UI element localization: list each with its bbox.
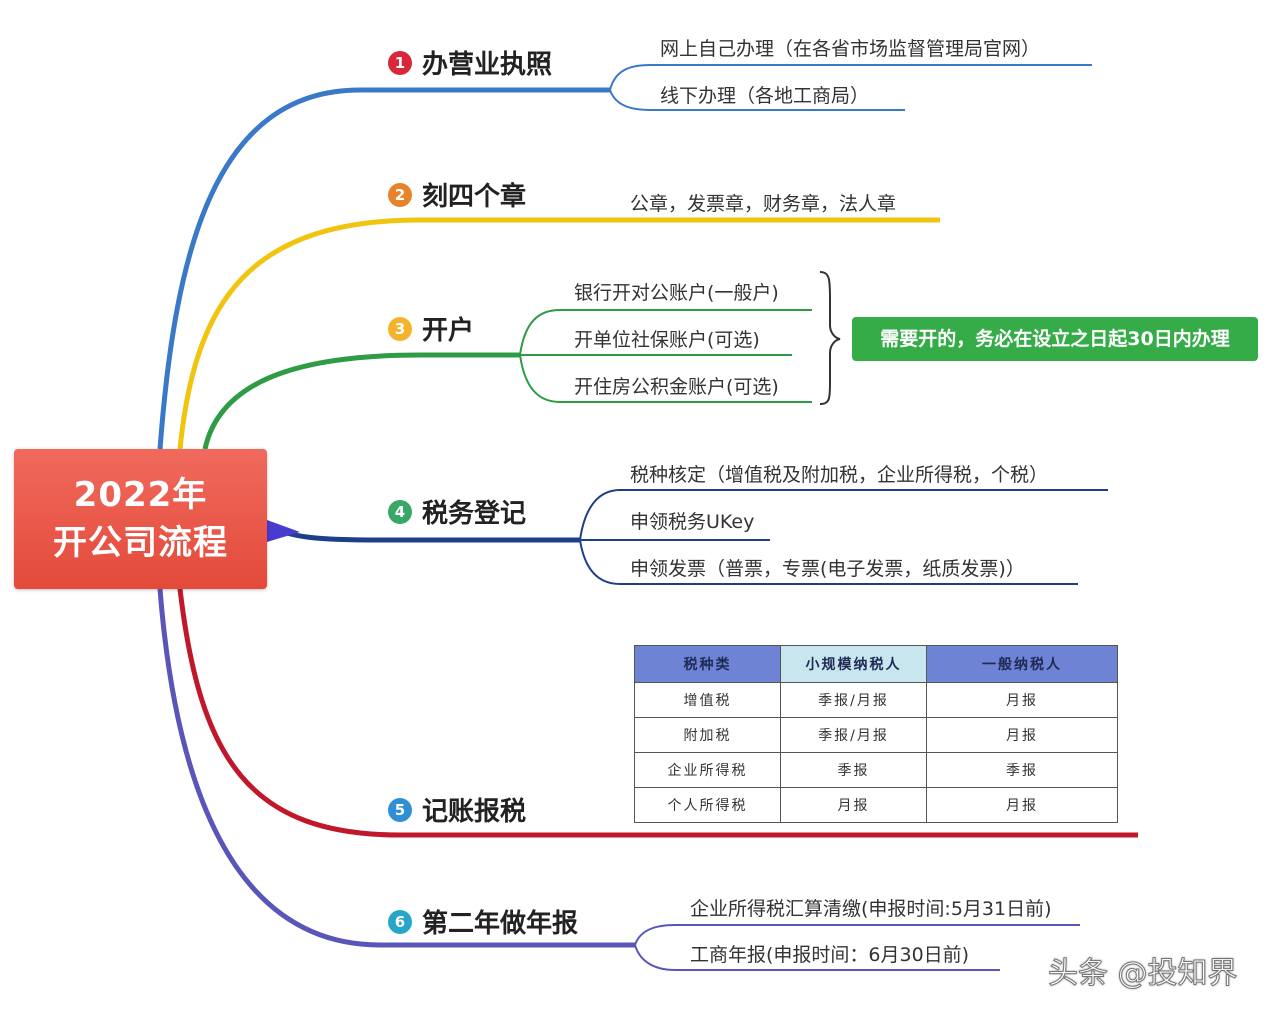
table-cell: 月报 bbox=[926, 682, 1118, 718]
branch-2-leaf-1: 公章，发票章，财务章，法人章 bbox=[630, 193, 897, 215]
branch-6-leaf-1: 企业所得税汇算清缴(申报时间:5月31日前) bbox=[690, 898, 1052, 920]
branch-5-label: 记账报税 bbox=[422, 797, 527, 827]
number-badge-5: 5 bbox=[388, 797, 412, 822]
root-title-line2: 开公司流程 bbox=[53, 523, 228, 563]
branch-4-sub-3 bbox=[579, 539, 1078, 585]
table-cell: 月报 bbox=[780, 787, 927, 823]
number-badge-1: 1 bbox=[388, 50, 412, 75]
branch-1-leaf-2: 线下办理（各地工商局） bbox=[660, 85, 870, 107]
tax-table-header-2: 小规模纳税人 bbox=[780, 645, 927, 683]
number-badge-3: 3 bbox=[388, 316, 412, 341]
table-row: 增值税 季报/月报 月报 bbox=[634, 682, 1118, 718]
branch-6: 6 第二年做年报 bbox=[388, 903, 578, 940]
branch-1-sub-top bbox=[609, 64, 1092, 91]
branch-3-label: 开户 bbox=[422, 316, 475, 346]
table-cell: 增值税 bbox=[634, 682, 781, 718]
branch-6-sub-1 bbox=[634, 924, 1080, 946]
branch-3-leaf-2: 开单位社保账户(可选) bbox=[574, 329, 760, 351]
branch-4: 4 税务登记 bbox=[388, 493, 526, 530]
watermark: 头条 @投知界 bbox=[1048, 956, 1239, 992]
table-cell: 季报/月报 bbox=[780, 682, 927, 718]
root-title-line1: 2022年 bbox=[73, 475, 208, 515]
table-cell: 附加税 bbox=[634, 717, 781, 753]
tax-table-header-row: 税种类 小规模纳税人 一般纳税人 bbox=[634, 645, 1118, 683]
tax-table-header-1: 税种类 bbox=[634, 645, 781, 683]
branch-4-leaf-2: 申领税务UKey bbox=[630, 511, 755, 533]
branch-3-note: 需要开的，务必在设立之日起30日内办理 bbox=[852, 317, 1258, 361]
number-badge-6: 6 bbox=[388, 909, 412, 934]
table-cell: 季报 bbox=[780, 752, 927, 788]
table-cell: 月报 bbox=[926, 787, 1118, 823]
branch-1-curve bbox=[157, 87, 610, 450]
branch-4-leaf-3: 申领发票（普票，专票(电子发票，纸质发票)） bbox=[630, 558, 1025, 580]
table-cell: 个人所得税 bbox=[634, 787, 781, 823]
branch-3-leaf-3: 开住房公积金账户(可选) bbox=[574, 376, 779, 398]
branch-4-wedge bbox=[267, 520, 300, 542]
tax-table: 税种类 小规模纳税人 一般纳税人 增值税 季报/月报 月报 附加税 季报/月报 … bbox=[634, 645, 1118, 823]
tax-table-header-3: 一般纳税人 bbox=[926, 645, 1118, 683]
branch-2-curve bbox=[177, 217, 940, 450]
branch-3-brace bbox=[819, 271, 841, 405]
branch-6-sub-2 bbox=[634, 944, 1000, 971]
branch-6-leaf-2: 工商年报(申报时间：6月30日前) bbox=[690, 944, 970, 966]
branch-4-sub-1 bbox=[579, 489, 1108, 541]
table-row: 个人所得税 月报 月报 bbox=[634, 787, 1118, 823]
number-badge-4: 4 bbox=[388, 499, 412, 524]
branch-6-label: 第二年做年报 bbox=[422, 909, 579, 939]
table-cell: 月报 bbox=[926, 717, 1118, 753]
table-cell: 季报/月报 bbox=[780, 717, 927, 753]
branch-3: 3 开户 bbox=[388, 310, 474, 347]
branch-2: 2 刻四个章 bbox=[388, 176, 526, 213]
branch-6-curve bbox=[157, 588, 635, 948]
table-cell: 企业所得税 bbox=[634, 752, 781, 788]
branch-3-sub-3 bbox=[519, 354, 812, 403]
branch-1-label: 办营业执照 bbox=[422, 50, 553, 80]
branch-2-label: 刻四个章 bbox=[422, 182, 527, 212]
table-row: 企业所得税 季报 季报 bbox=[634, 752, 1118, 788]
table-row: 附加税 季报/月报 月报 bbox=[634, 717, 1118, 753]
branch-3-sub-1 bbox=[519, 309, 812, 356]
branch-1: 1 办营业执照 bbox=[388, 44, 552, 81]
branch-5-curve bbox=[177, 588, 1138, 838]
number-badge-2: 2 bbox=[388, 182, 412, 207]
branch-1-sub-bottom bbox=[609, 89, 905, 111]
branch-4-leaf-1: 税种核定（增值税及附加税，企业所得税，个税） bbox=[630, 464, 1049, 486]
root-node: 2022年 开公司流程 bbox=[14, 449, 267, 589]
branch-5: 5 记账报税 bbox=[388, 791, 526, 828]
branch-4-label: 税务登记 bbox=[422, 499, 527, 529]
table-cell: 季报 bbox=[926, 752, 1118, 788]
branch-1-leaf-1: 网上自己办理（在各省市场监督管理局官网） bbox=[660, 38, 1041, 60]
branch-3-curve bbox=[202, 352, 520, 450]
branch-3-leaf-1: 银行开对公账户(一般户) bbox=[574, 282, 779, 304]
